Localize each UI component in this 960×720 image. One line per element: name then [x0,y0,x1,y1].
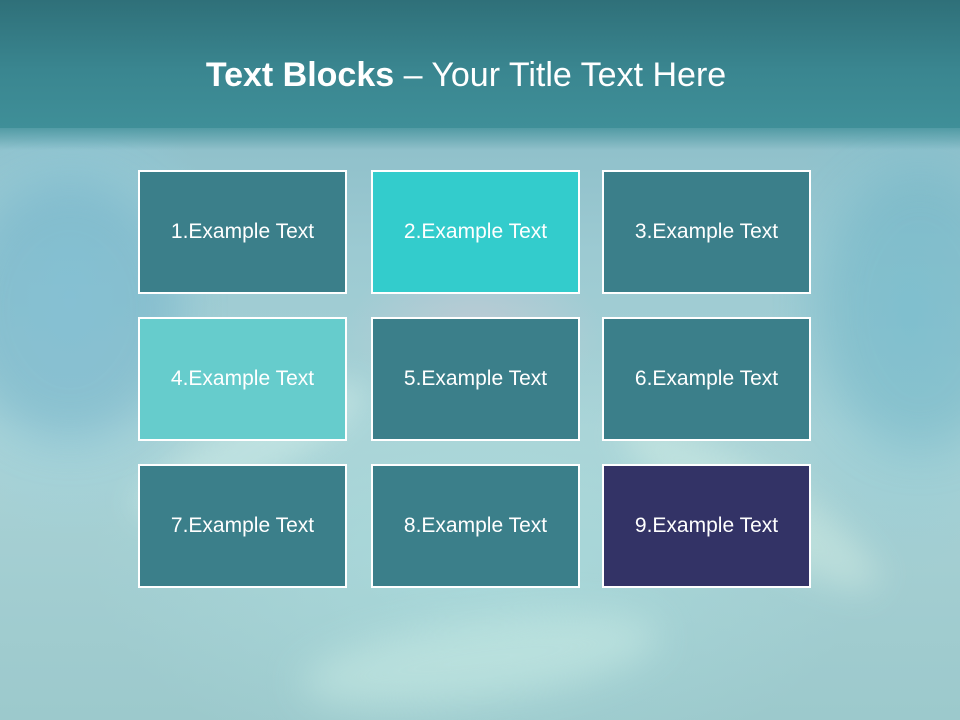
text-block-5[interactable]: 5.Example Text [371,317,580,441]
slide-title[interactable]: Text Blocks – Your Title Text Here [0,52,946,98]
text-block-6[interactable]: 6.Example Text [602,317,811,441]
text-block-9[interactable]: 9.Example Text [602,464,811,588]
text-block-8[interactable]: 8.Example Text [371,464,580,588]
slide-title-bold: Text Blocks [205,56,395,94]
text-block-7[interactable]: 7.Example Text [138,464,347,588]
background-shade-right [820,170,960,450]
title-band [0,0,960,150]
text-block-3[interactable]: 3.Example Text [602,170,811,294]
text-block-4[interactable]: 4.Example Text [138,317,347,441]
slide-title-rest: – Your Title Text Here [394,56,727,94]
background-light-streak [296,595,664,720]
text-block-1[interactable]: 1.Example Text [138,170,347,294]
text-block-grid: 1.Example Text 2.Example Text 3.Example … [138,170,816,594]
text-block-2[interactable]: 2.Example Text [371,170,580,294]
